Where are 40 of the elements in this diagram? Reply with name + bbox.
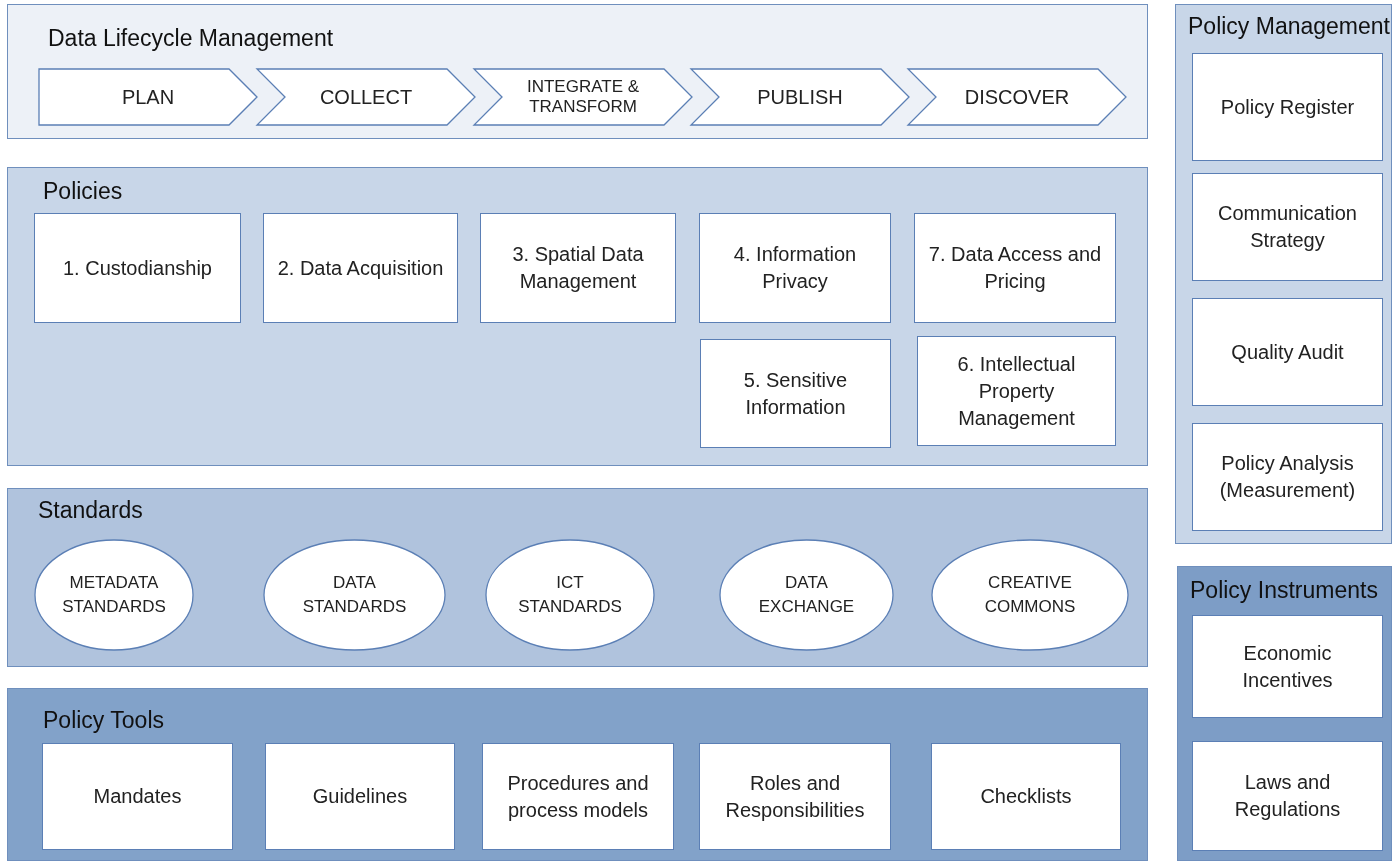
text-box: 4. Information Privacy: [699, 213, 891, 323]
text-box: 2. Data Acquisition: [263, 213, 458, 323]
standard-ellipse: CREATIVE COMMONS: [931, 539, 1129, 651]
section-title: Policy Tools: [43, 707, 165, 734]
section-panel: [7, 4, 1148, 139]
standard-ellipse: DATA STANDARDS: [263, 539, 446, 651]
section-panel: [7, 688, 1148, 861]
text-box: 6. Intellectual Property Management: [917, 336, 1116, 446]
text-box: Quality Audit: [1192, 298, 1383, 406]
standard-ellipse: METADATA STANDARDS: [34, 539, 194, 651]
standard-ellipse: ICT STANDARDS: [485, 539, 655, 651]
chevron-step: COLLECT: [257, 69, 475, 125]
text-box: 5. Sensitive Information: [700, 339, 891, 448]
text-box: Checklists: [931, 743, 1121, 850]
section-title: Standards: [38, 497, 143, 524]
section-panel: [7, 488, 1148, 667]
text-box: Laws and Regulations: [1192, 741, 1383, 851]
chevron-step: PUBLISH: [691, 69, 909, 125]
text-box: Procedures and process models: [482, 743, 674, 850]
chevron-step: INTEGRATE & TRANSFORM: [474, 69, 692, 125]
text-box: Policy Register: [1192, 53, 1383, 161]
chevron-step: PLAN: [39, 69, 257, 125]
text-box: 1. Custodianship: [34, 213, 241, 323]
text-box: Roles and Responsibilities: [699, 743, 891, 850]
text-box: 3. Spatial Data Management: [480, 213, 676, 323]
text-box: Policy Analysis (Measurement): [1192, 423, 1383, 531]
section-panel: [1177, 566, 1392, 861]
section-title: Policies: [43, 178, 123, 205]
text-box: Economic Incentives: [1192, 615, 1383, 718]
section-panel: [1175, 4, 1392, 544]
chevron-step: DISCOVER: [908, 69, 1126, 125]
section-panel: [7, 167, 1148, 466]
section-title: Data Lifecycle Management: [48, 25, 334, 52]
text-box: Guidelines: [265, 743, 455, 850]
standard-ellipse: DATA EXCHANGE: [719, 539, 894, 651]
section-title: Policy Management: [1188, 13, 1390, 40]
section-title: Policy Instruments: [1190, 577, 1378, 604]
text-box: Mandates: [42, 743, 233, 850]
text-box: Communication Strategy: [1192, 173, 1383, 281]
text-box: 7. Data Access and Pricing: [914, 213, 1116, 323]
